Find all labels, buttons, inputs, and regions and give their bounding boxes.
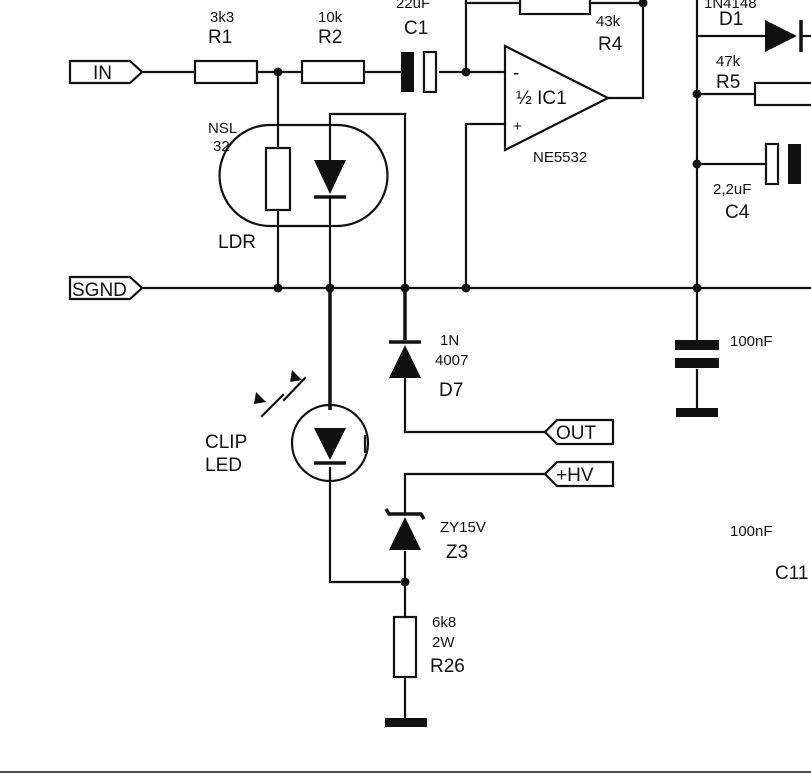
resistor-r1: 3k3 R1	[193, 9, 259, 85]
cap-100nf-a-value: 100nF	[730, 333, 773, 350]
opamp-minus: -	[513, 63, 519, 84]
z3-value: ZY15V	[440, 519, 486, 536]
ldr-model-line1: NSL	[208, 120, 237, 137]
diode-d7: 1N 4007 D7	[389, 332, 468, 401]
led-line2: LED	[205, 455, 242, 476]
capacitor-c1: 22uF C1	[396, 0, 438, 94]
ldr-ref: LDR	[218, 232, 256, 253]
r26-ref: R26	[430, 656, 465, 677]
diode-d1: 1N4148 D1	[704, 0, 811, 52]
r5-value: 47k	[716, 53, 741, 70]
d1-ref: D1	[719, 9, 743, 30]
junction-dots	[273, 0, 702, 587]
opamp-plus: +	[513, 118, 522, 135]
zener-z3: ZY15V Z3	[384, 508, 486, 563]
d7-ref: D7	[439, 380, 463, 401]
optocoupler-ldr: NSL 32 LDR	[208, 120, 389, 253]
z3-ref: Z3	[446, 542, 468, 563]
opamp-ic1: - + ½ IC1 NE5532	[503, 44, 611, 166]
r4-value: 43k	[596, 13, 621, 30]
c4-ref: C4	[725, 202, 750, 223]
c1-value: 22uF	[396, 0, 430, 12]
port-sgnd-label: SGND	[72, 280, 127, 301]
c11-ref: C11	[775, 563, 808, 584]
d7-value-line1: 1N	[440, 332, 459, 349]
led-line1: CLIP	[205, 432, 247, 453]
r1-ref: R1	[208, 27, 232, 48]
d7-value-line2: 4007	[435, 352, 468, 369]
port-in: IN	[68, 59, 144, 85]
opamp-part: NE5532	[533, 149, 587, 166]
r2-ref: R2	[318, 27, 342, 48]
d1-value: 1N4148	[704, 0, 757, 12]
capacitor-100nf-b: 100nF C11	[730, 523, 808, 584]
r5-ref: R5	[716, 72, 740, 93]
port-sgnd: SGND	[68, 275, 144, 301]
cap-100nf-b-value: 100nF	[730, 523, 773, 540]
c4-value: 2,2uF	[713, 181, 751, 198]
port-out-label: OUT	[556, 423, 597, 444]
ground-symbol-r26	[385, 718, 427, 727]
opamp-name: ½ IC1	[516, 88, 567, 109]
resistor-r26: 6k8 2W R26	[392, 614, 465, 679]
port-hv: +HV	[543, 460, 615, 488]
port-hv-label: +HV	[556, 465, 594, 486]
r2-value: 10k	[318, 9, 343, 26]
c1-ref: C1	[404, 18, 428, 39]
ldr-model-line2: 32	[213, 138, 230, 155]
r1-value: 3k3	[210, 9, 234, 26]
port-out: OUT	[543, 418, 615, 446]
capacitor-c4: 2,2uF C4	[713, 142, 801, 223]
led-clip: CLIP LED	[205, 370, 370, 483]
capacitor-100nf-a: 100nF	[675, 333, 773, 417]
port-in-label: IN	[93, 63, 112, 84]
r26-value-line1: 6k8	[432, 614, 456, 631]
resistor-r2: 10k R2	[300, 9, 366, 85]
resistor-r4: 43k R4	[518, 0, 623, 55]
r26-value-line2: 2W	[432, 634, 455, 651]
resistor-r5: 47k R5	[716, 53, 811, 107]
r4-ref: R4	[598, 34, 623, 55]
